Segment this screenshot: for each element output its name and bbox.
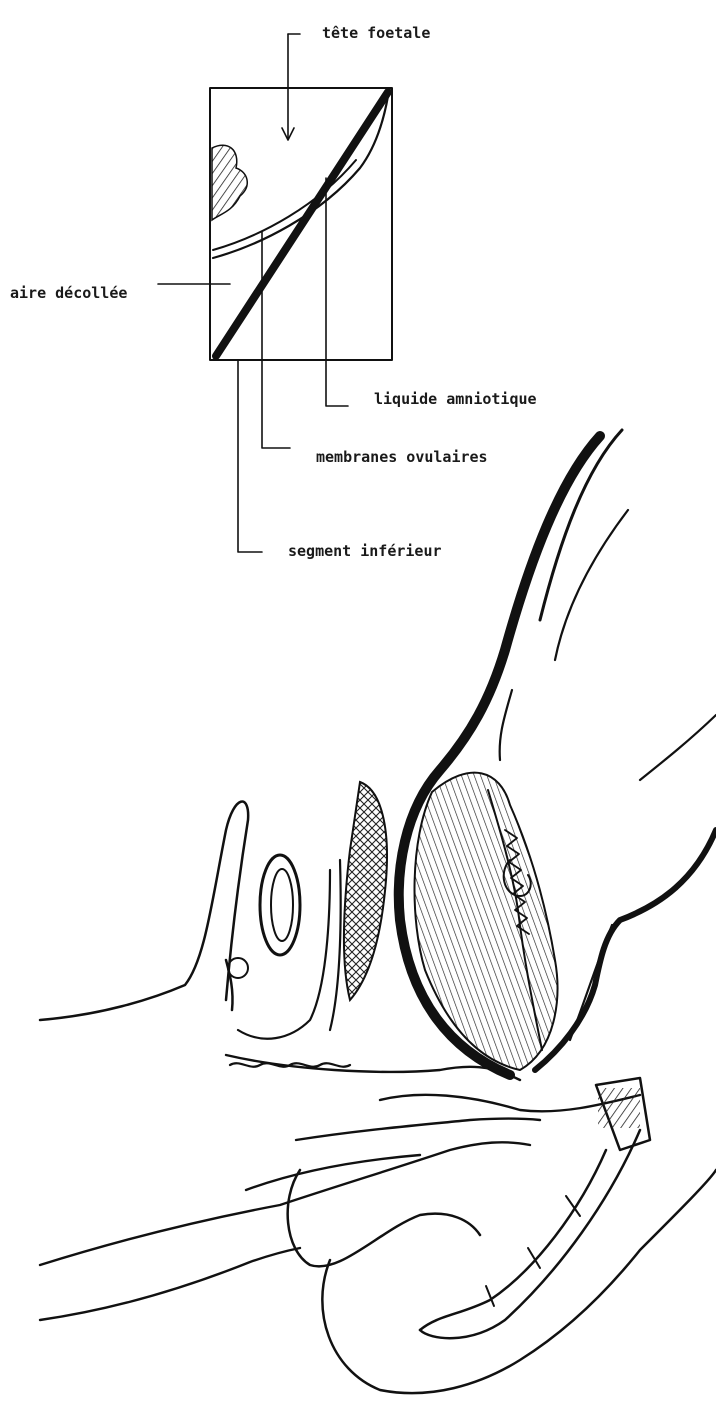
retractor-blade-inner bbox=[420, 1150, 606, 1330]
fetal-head bbox=[535, 830, 716, 1070]
uterine-inner bbox=[500, 690, 512, 760]
retractor-tick-3 bbox=[486, 1286, 494, 1306]
label-aire-decollee: aire décollée bbox=[10, 284, 127, 302]
main-drawing bbox=[40, 430, 716, 1393]
label-segment-inferieur: segment inférieur bbox=[288, 542, 442, 560]
fetal-head-inner bbox=[570, 925, 612, 1040]
cross-hatched-tissue bbox=[344, 782, 387, 1000]
perineum-line-2 bbox=[246, 1155, 420, 1190]
leader-segment bbox=[238, 360, 262, 552]
perineum-line bbox=[40, 1142, 530, 1265]
retractor-hatch bbox=[598, 1088, 640, 1128]
fetal-head-line bbox=[640, 715, 716, 780]
buttock-curve bbox=[288, 1170, 480, 1266]
left-lower-line bbox=[40, 1248, 300, 1320]
segment-diagonal bbox=[216, 92, 388, 356]
label-membranes-ovulaires: membranes ovulaires bbox=[316, 448, 488, 466]
rectum-lower bbox=[296, 1119, 540, 1141]
finger bbox=[40, 802, 248, 1020]
bladder-inner bbox=[271, 869, 293, 941]
retractor-blade bbox=[420, 1130, 640, 1338]
small-round bbox=[228, 958, 248, 978]
vaginal-wall-wavy bbox=[230, 1063, 350, 1066]
leader-liquide bbox=[326, 178, 348, 406]
label-liquide-amniotique: liquide amniotique bbox=[374, 390, 537, 408]
anal-curve bbox=[322, 1170, 716, 1393]
hatched-tissue bbox=[212, 145, 247, 220]
label-tete-foetale: tête foetale bbox=[322, 24, 430, 42]
inset-detail bbox=[158, 34, 392, 552]
vesical-wall-2 bbox=[330, 860, 341, 1030]
